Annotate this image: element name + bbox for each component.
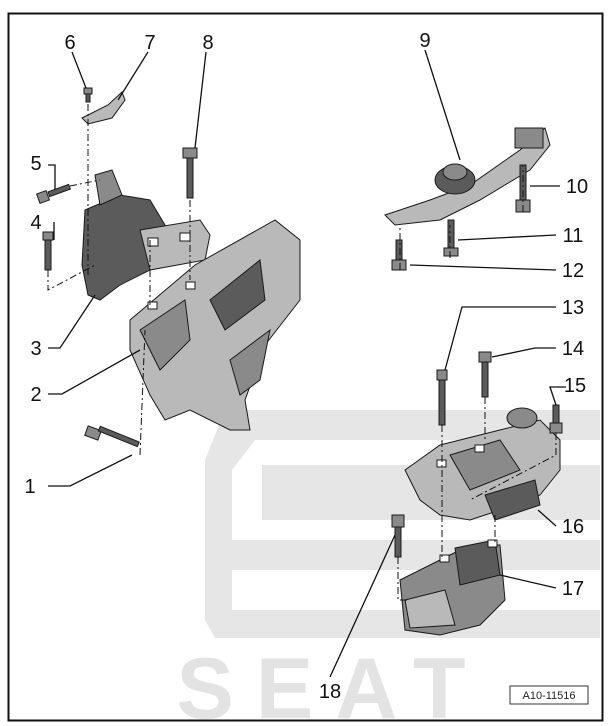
gearbox-mount [404, 407, 561, 521]
brand-wordmark-watermark: SEAT [177, 641, 488, 726]
bolt-5 [35, 183, 72, 205]
callout-2: 2 [30, 384, 41, 406]
callout-4: 4 [30, 212, 41, 234]
callout-11: 11 [563, 225, 584, 247]
bolt-1 [84, 425, 140, 448]
figure-reference-text: A10-11516 [522, 690, 575, 702]
callout-7: 7 [144, 32, 155, 54]
callout-16: 16 [562, 516, 584, 538]
engine-mount-bracket [81, 169, 211, 301]
callout-9: 9 [419, 30, 430, 52]
leader-lines [48, 49, 566, 678]
callout-10: 10 [566, 176, 588, 198]
callout-14: 14 [562, 338, 584, 360]
gearbox-bracket [399, 539, 506, 636]
callout-labels: 1 2 3 4 5 6 7 8 9 10 11 12 13 14 15 16 1… [24, 30, 588, 703]
assembly-guide-lines [47, 104, 557, 601]
bolt-13 [436, 369, 448, 426]
callout-3: 3 [30, 338, 41, 360]
callout-8: 8 [202, 32, 213, 54]
callout-17: 17 [562, 578, 584, 600]
bolt-6 [83, 87, 93, 103]
callout-5: 5 [30, 153, 41, 175]
figure-reference: A10-11516 [509, 685, 589, 705]
bolt-12 [391, 239, 407, 271]
callout-13: 13 [562, 297, 584, 319]
bolt-8 [182, 147, 198, 199]
pendulum-support [384, 127, 551, 226]
callout-1: 1 [24, 476, 35, 498]
callout-12: 12 [562, 260, 584, 282]
diagram-border [7, 12, 604, 722]
bolt-4 [42, 231, 54, 271]
callout-15: 15 [564, 375, 586, 397]
callout-18: 18 [319, 681, 341, 703]
callout-6: 6 [64, 32, 75, 54]
engine-support-mount [129, 219, 301, 431]
bolt-11 [443, 219, 459, 257]
